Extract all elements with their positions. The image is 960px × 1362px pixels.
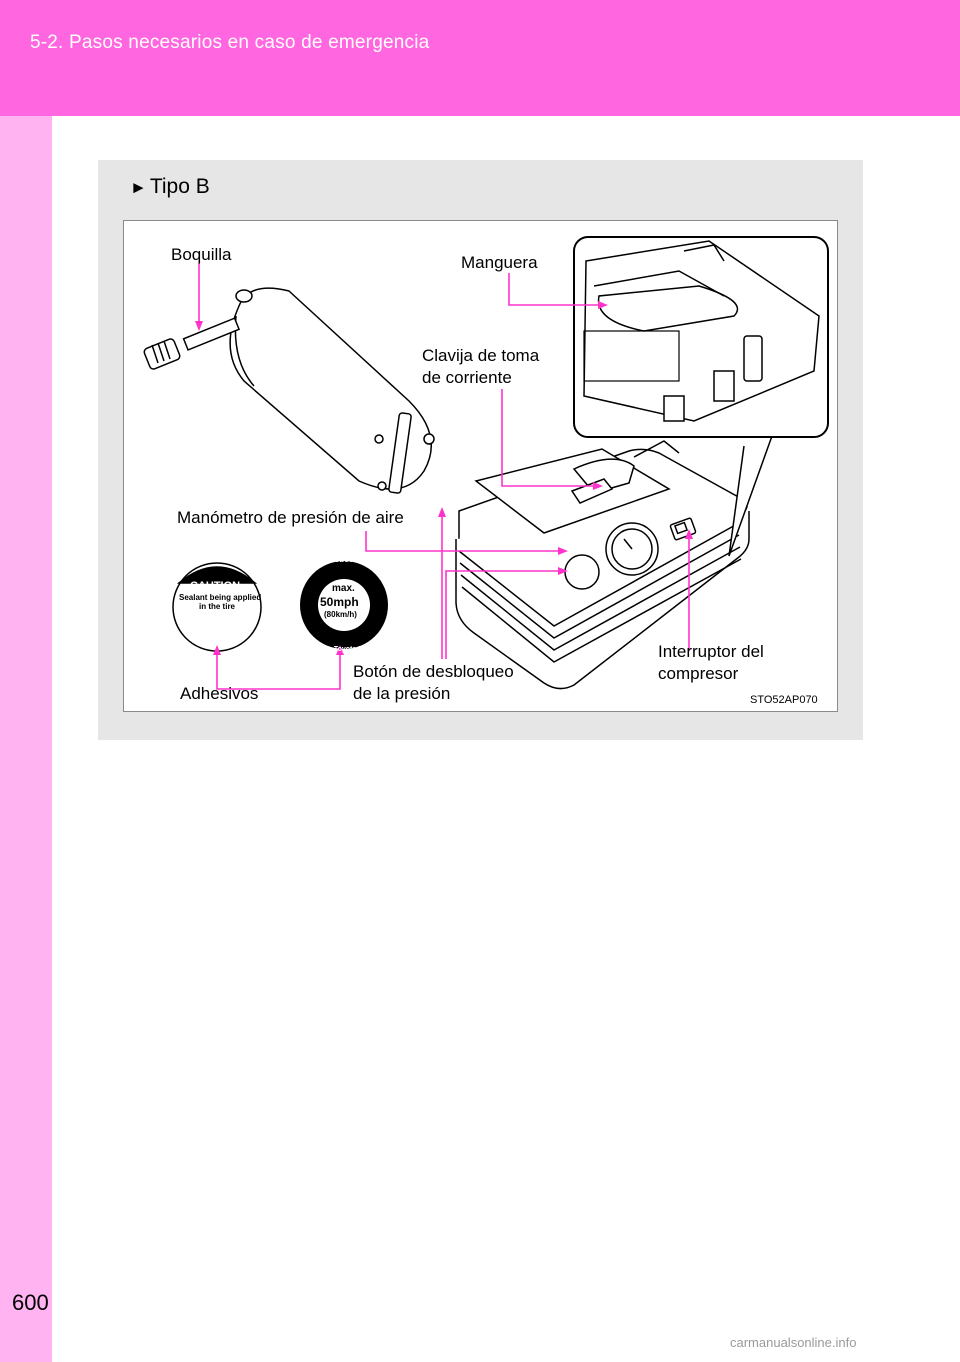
label-clavija-2: de corriente bbox=[422, 368, 512, 387]
page-number: 600 bbox=[12, 1290, 49, 1315]
caution-line1: Sealant being applied bbox=[179, 593, 262, 602]
figure-code: STO52AP070 bbox=[748, 694, 820, 706]
figure-illustration bbox=[143, 236, 829, 690]
caution-sticker bbox=[172, 562, 262, 652]
triangle-marker-icon: ► bbox=[130, 178, 147, 197]
label-adhesivos: Adhesivos bbox=[180, 684, 259, 703]
arrowheads bbox=[195, 301, 693, 655]
section-title-text: Tipo B bbox=[149, 175, 210, 198]
section-title: ►Tipo B bbox=[130, 175, 210, 199]
label-manometro: Manómetro de presión de aire bbox=[177, 508, 404, 527]
label-boton-1: Botón de desbloqueo bbox=[353, 662, 514, 681]
label-boton-2: de la presión bbox=[353, 684, 451, 703]
header-title: 5-2. Pasos necesarios en caso de emergen… bbox=[30, 32, 430, 53]
watermark: carmanualsonline.info bbox=[730, 1335, 857, 1350]
label-clavija-1: Clavija de toma bbox=[422, 346, 540, 365]
label-interruptor-1: Interruptor del bbox=[658, 642, 764, 661]
speed-arc-bottom: Drive to a Toyota Dealer bbox=[300, 646, 380, 653]
sealant-bottle bbox=[143, 287, 435, 494]
speed-max: max. bbox=[332, 583, 355, 594]
side-strip bbox=[0, 116, 52, 1362]
page-header: 5-2. Pasos necesarios en caso de emergen… bbox=[0, 0, 960, 116]
caution-heading: CAUTION bbox=[190, 580, 241, 592]
speed-metric: (80km/h) bbox=[324, 610, 357, 619]
inset-detail bbox=[573, 236, 829, 557]
label-boquilla: Boquilla bbox=[171, 245, 232, 264]
label-manguera: Manguera bbox=[461, 253, 538, 272]
tire-repair-kit-figure: CAUTION Sealant being applied in the tir… bbox=[123, 220, 838, 712]
caution-line2: in the tire bbox=[199, 602, 236, 611]
speed-value: 50mph bbox=[320, 595, 359, 609]
speed-sticker bbox=[300, 561, 388, 649]
compressor bbox=[455, 440, 750, 690]
label-interruptor-2: compresor bbox=[658, 664, 739, 683]
speed-arc-top: Strict observance bbox=[312, 555, 380, 564]
leader-lines bbox=[198, 263, 690, 690]
